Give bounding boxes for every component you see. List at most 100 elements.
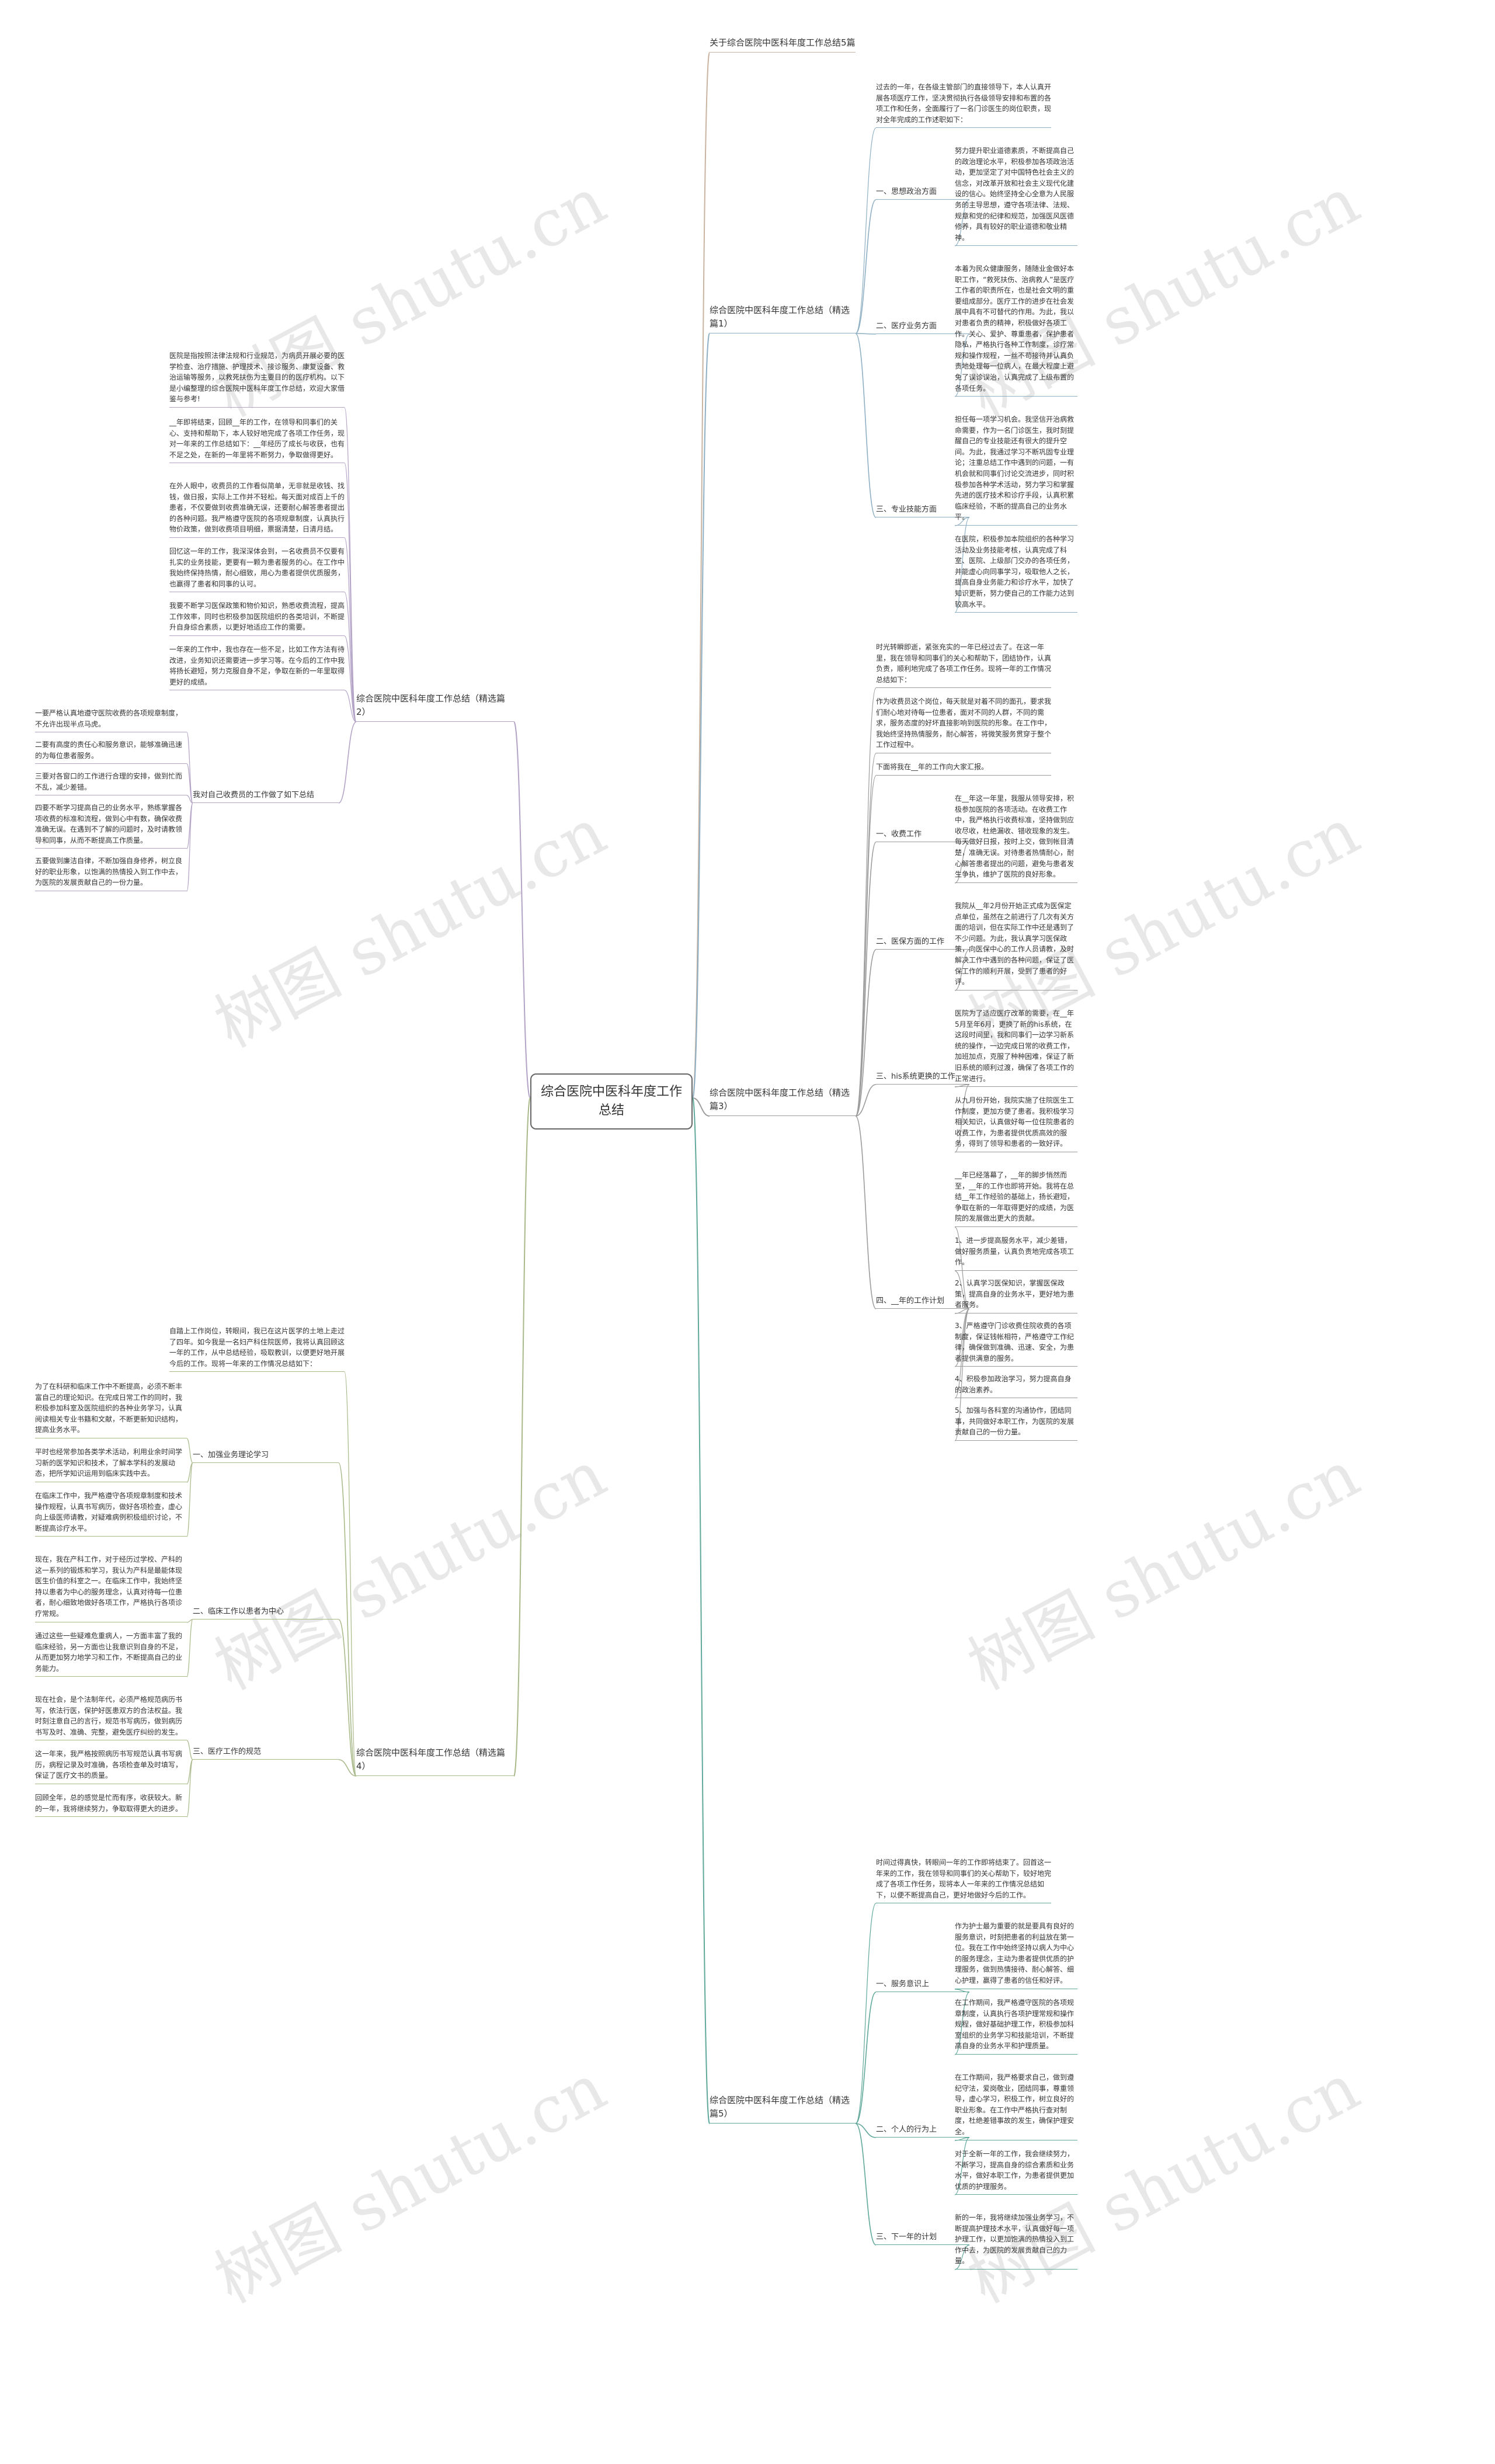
branch-title[interactable]: 关于综合医院中医科年度工作总结5篇 [710,36,856,53]
connector [692,1097,710,1117]
connector [954,949,970,991]
subtopic-b3-c1[interactable]: 一、收费工作 [876,829,969,842]
text-block: 在医院，积极参加本院组织的各种学习活动及业务技能考核，认真完成了科室、医院、上级… [955,534,1077,613]
text-block: 医院为了适应医疗改革的需要，在__年5月至年6月，更换了新的his系统，在这段时… [955,1008,1077,1087]
list-item: 五要做到廉洁自律，不断加强自身修养，树立良好的职业形象，以饱满的热情投入到工作中… [35,856,187,891]
connector [855,2123,877,2246]
branch-title[interactable]: 综合医院中医科年度工作总结（精选篇3） [710,1086,856,1116]
subtopic-b5-c1[interactable]: 一、服务意识上 [876,1979,969,1992]
text-block: 平时也经常参加各类学术活动，利用业余时间学习新的医学知识和技术，了解本学科的发展… [35,1447,187,1482]
subtopic-b3-c2[interactable]: 二、医保方面的工作 [876,936,969,950]
connector [186,1619,193,1623]
connector [338,1759,357,1777]
subtopic-b3-c3[interactable]: 三、his系统更换的工作 [876,1071,969,1085]
text-block: 我要不断学习医保政策和物价知识，熟悉收费流程，提高工作效率，同时也积极参加医院组… [169,600,345,636]
connector [338,1462,357,1777]
text-block: 我院从__年2月份开始正式成为医保定点单位，虽然在之前进行了几次有关方面的培训，… [955,901,1077,991]
text-block: 在外人眼中，收费员的工作看似简单，无非就是收钱、找钱，做日报，实际上工作并不轻松… [169,481,345,538]
connector [186,1462,193,1537]
list-item: 二要有高度的责任心和服务意识，能够准确迅速的为每位患者服务。 [35,739,187,764]
text-block: 在临床工作中，我严格遵守各项规章制度和技术操作规程，认真书写病历，做好各项检查，… [35,1490,187,1537]
text-block: 过去的一年，在各级主管部门的直接领导下，本人认真开展各项医疗工作，坚决贯彻执行各… [876,82,1051,128]
connector [954,1308,970,1399]
branch-title[interactable]: 综合医院中医科年度工作总结（精选篇4） [356,1746,514,1776]
text-block: 对于全新一年的工作，我会继续努力，不断学习，提高自身的综合素质和业务水平，做好本… [955,2149,1077,2195]
connector [338,1619,357,1777]
connector [855,687,877,1117]
list-item: 5、加强与各科室的沟通协作，团结同事，共同做好本职工作，为医院的发展贡献自己的一… [955,1405,1077,1441]
subtopic-b5-c2[interactable]: 二、个人的行为上 [876,2124,969,2138]
subtopic-b1-c1[interactable]: 一、思想政治方面 [876,186,969,200]
text-block: 回顾全年，总的感觉是忙而有序，收获较大。新的一年，我将继续努力，争取取得更大的进… [35,1792,187,1817]
connector [186,1740,193,1760]
connector [186,732,193,804]
connector [954,517,970,613]
connector [855,2123,877,2138]
text-block: __年即将结束，回顾__年的工作，在领导和同事们的关心、支持和帮助下，本人较好地… [169,417,345,464]
branch-title[interactable]: 综合医院中医科年度工作总结（精选篇1） [710,304,856,333]
list-item: 3、严格遵守门诊收费住院收费的各项制度，保证钱帐相符，严格遵守工作纪律，确保做到… [955,1320,1077,1367]
connector [855,199,877,334]
connector [344,592,357,722]
connector [855,1115,877,1309]
root-topic[interactable]: 综合医院中医科年度工作总结 [530,1073,693,1130]
connector [954,1084,970,1153]
branch-title[interactable]: 综合医院中医科年度工作总结（精选篇2） [356,692,514,722]
text-block: 下面将我在__年的工作向大家汇报。 [876,762,1051,776]
subtopic-b3-c4[interactable]: 四、__年的工作计划 [876,1295,969,1309]
text-block: 作为护士最为重要的就是要具有良好的服务意识，时刻把患者的利益放在第一位。我在工作… [955,1921,1077,1989]
text-block: 现在社会，是个法制年代，必须严格规范病历书写，依法行医，保护好医患双方的合法权益… [35,1694,187,1741]
connector [855,1084,877,1117]
text-block: 这一年来，我严格按照病历书写规范认真书写病历，病程记录及时准确，各项检查单及时填… [35,1749,187,1784]
connector [855,949,877,1117]
connector [186,1619,193,1677]
branch-title[interactable]: 综合医院中医科年度工作总结（精选篇5） [710,2094,856,2124]
subtopic-b2-c3[interactable]: 我对自己收费员的工作做了如下总结 [193,790,339,803]
text-block: 在工作期间，我严格遵守医院的各项规章制度，认真执行各项护理常规和操作规程，做好基… [955,1997,1077,2055]
connector [954,199,970,246]
text-block: 为了在科研和临床工作中不断提高，必须不断丰富自己的理论知识。在完成日常工作的同时… [35,1381,187,1438]
connector [692,333,710,1099]
connector [513,1097,531,1777]
connector [954,2244,970,2270]
text-block: 通过这些一些疑难危重病人，一方面丰富了我的临床经验，另一方面也让我意识到自身的不… [35,1631,187,1677]
text-block: 回忆这一年的工作，我深深体会到，一名收费员不仅要有扎实的业务技能，更要有一颗为患… [169,546,345,593]
text-block: 在工作期间，我严格要求自己，做到遵纪守法，爱岗敬业，团结同事，尊重领导，虚心学习… [955,2072,1077,2140]
subtopic-b1-c3[interactable]: 三、专业技能方面 [876,504,969,517]
connector [692,1097,710,2124]
connector [855,842,877,1117]
connector [855,775,877,1117]
text-block: 努力提升职业道德素质，不断提高自己的政治理论水平，积极参加各项政治活动，更加坚定… [955,145,1077,246]
text-block: __年已经落幕了，__年的脚步悄然而至，__年的工作也即将开始。我将在总结__年… [955,1170,1077,1227]
text-block: 医院是指按照法律法规和行业规范，为病员开展必要的医学检查、治疗措施、护理技术、接… [169,350,345,408]
connector [344,537,357,722]
text-block: 作为收费员这个岗位，每天就是对着不同的面孔，要求我们耐心地对待每一位患者，面对不… [876,696,1051,753]
list-item: 一要严格认真地遵守医院收费的各项规章制度，不允许出现半点马虎。 [35,708,187,733]
subtopic-b1-c2[interactable]: 二、医疗业务方面 [876,321,969,334]
connector [954,1226,970,1309]
connector [186,802,193,892]
list-item: 2、认真学习医保知识，掌握医保政策，提高自身的业务水平，更好地为患者服务。 [955,1278,1077,1313]
connector [855,127,877,334]
list-item: 四要不断学习提高自己的业务水平，熟练掌握各项收费的标准和流程，做到心中有数，确保… [35,802,187,849]
root-title: 综合医院中医科年度工作总结 [540,1085,682,1118]
connector [954,1270,970,1309]
text-block: 本着为民众健康服务，随随业金做好本职工作，“救死扶伤、治病救人”是医疗工作者的职… [955,263,1077,397]
text-block: 现在，我在产科工作，对于经历过学校、产科的这一系列的锻炼和学习，我认为产科是最能… [35,1554,187,1622]
connector [186,1759,193,1817]
subtopic-b5-c3[interactable]: 三、下一年的计划 [876,2232,969,2245]
connector [855,1992,877,2124]
connector [344,690,357,722]
connector [954,333,970,397]
list-item: 三要对各窗口的工作进行合理的安排，做到忙而不乱，减少差错。 [35,771,187,796]
subtopic-b4-c3[interactable]: 三、医疗工作的规范 [193,1746,339,1760]
text-block: 自踏上工作岗位，转眼间，我已在这片医学的土地上走过了四年。如今我是一名妇产科住院… [169,1326,345,1372]
connector [186,1438,193,1464]
subtopic-b4-c1[interactable]: 一、加强业务理论学习 [193,1450,339,1463]
subtopic-b4-c2[interactable]: 二、临床工作以患者为中心 [193,1606,339,1620]
connector [954,1989,970,1993]
connector [855,333,877,518]
connector [186,763,193,804]
